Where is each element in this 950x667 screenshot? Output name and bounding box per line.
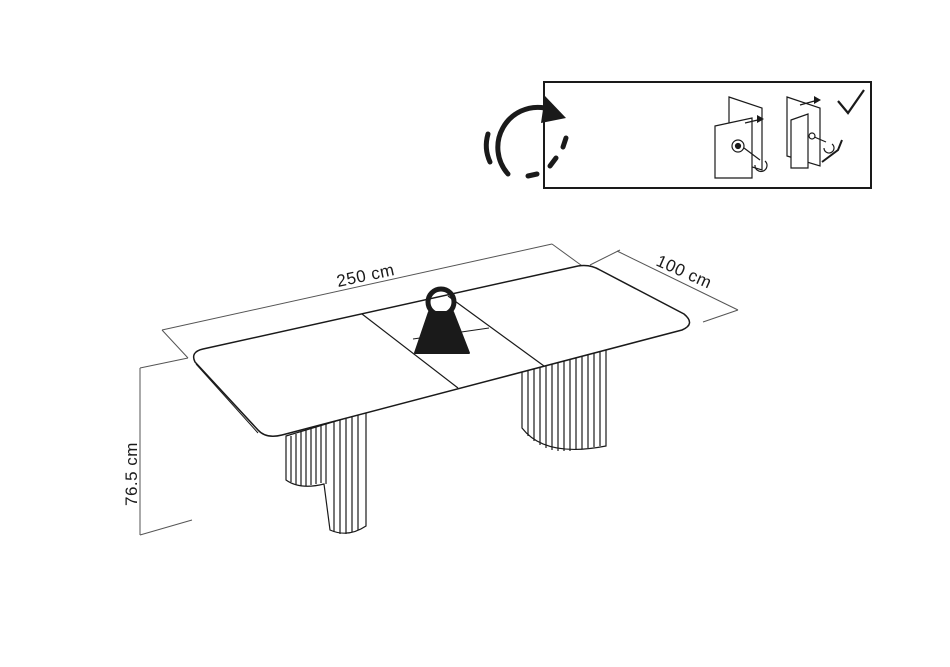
check-mark-icon <box>838 90 864 113</box>
length-label: 250 cm <box>335 260 396 291</box>
height-label: 76.5 cm <box>122 442 141 506</box>
width-label: 100 cm <box>653 251 714 292</box>
instruction-panel <box>544 82 871 188</box>
bracket-wrong-icon <box>715 97 767 178</box>
rotate-arrow-icon <box>486 96 566 176</box>
